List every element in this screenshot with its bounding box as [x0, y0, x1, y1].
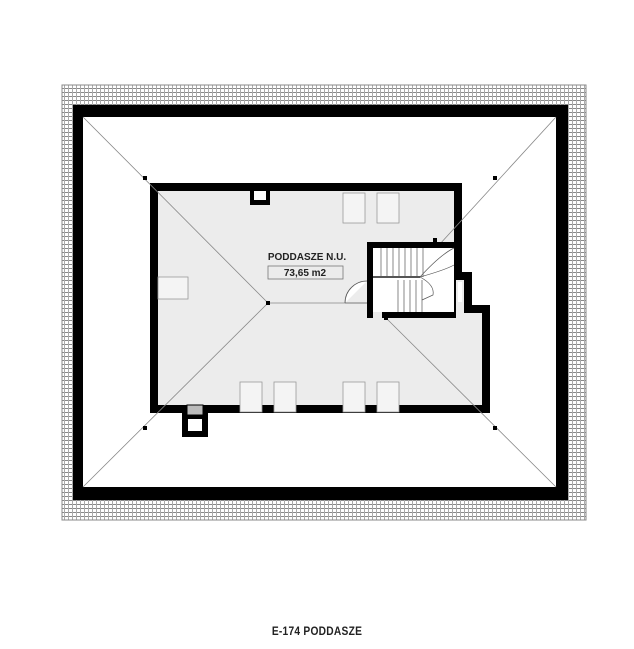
room-name-label: PODDASZE N.U. [268, 252, 347, 263]
chimney [186, 404, 204, 416]
room-area-box [267, 265, 344, 280]
chimney-opening [188, 419, 202, 431]
door-swing [344, 280, 368, 304]
roof-windows [157, 192, 400, 413]
stair-entry [373, 312, 382, 318]
stair-treads [373, 247, 455, 312]
vent-opening [254, 191, 266, 200]
plan-caption: E-174 PODDASZE [271, 624, 363, 638]
staircase [373, 248, 454, 312]
wall-niche [458, 282, 462, 302]
room-area-label: 73,65 m2 [284, 268, 327, 279]
